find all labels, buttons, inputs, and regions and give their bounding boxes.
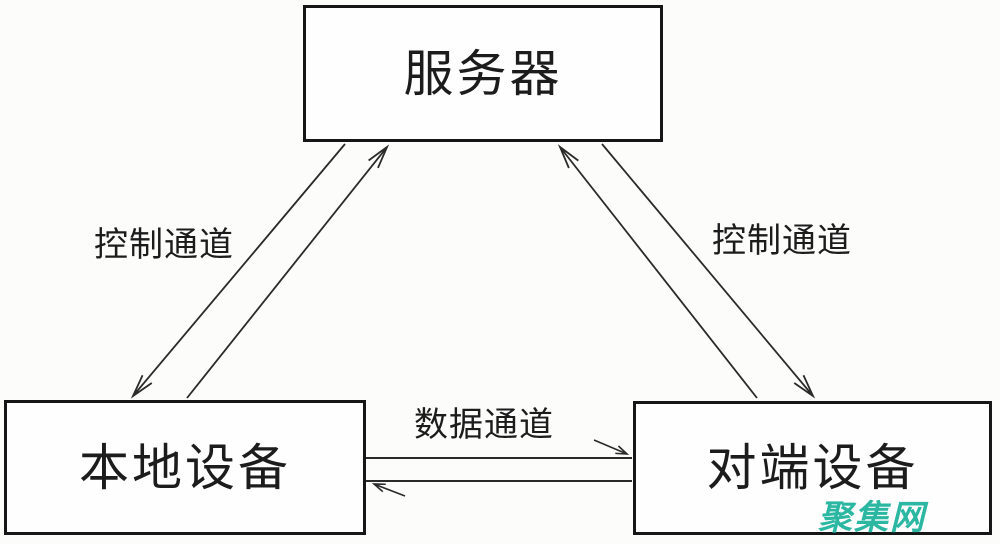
control-channel-label-left: 控制通道 <box>94 226 234 264</box>
local-device-node: 本地设备 <box>4 400 366 535</box>
control-channel-label-right: 控制通道 <box>712 222 852 260</box>
data-arrow-tick-right <box>593 439 630 455</box>
server-node-label: 服务器 <box>403 45 563 102</box>
control-line-server-to-local <box>130 143 346 399</box>
peer-device-node: 对端设备 <box>633 401 992 535</box>
local-device-node-label: 本地设备 <box>79 439 291 496</box>
peer-device-node-label: 对端设备 <box>706 440 919 496</box>
control-line-peer-to-server <box>557 144 758 399</box>
data-channel-label: 数据通道 <box>414 406 554 444</box>
data-arrow-tick-left <box>371 483 406 497</box>
server-node: 服务器 <box>303 5 663 142</box>
watermark: 聚集网 <box>818 499 926 537</box>
control-line-server-to-peer <box>601 143 816 399</box>
control-line-local-to-server <box>186 144 390 399</box>
